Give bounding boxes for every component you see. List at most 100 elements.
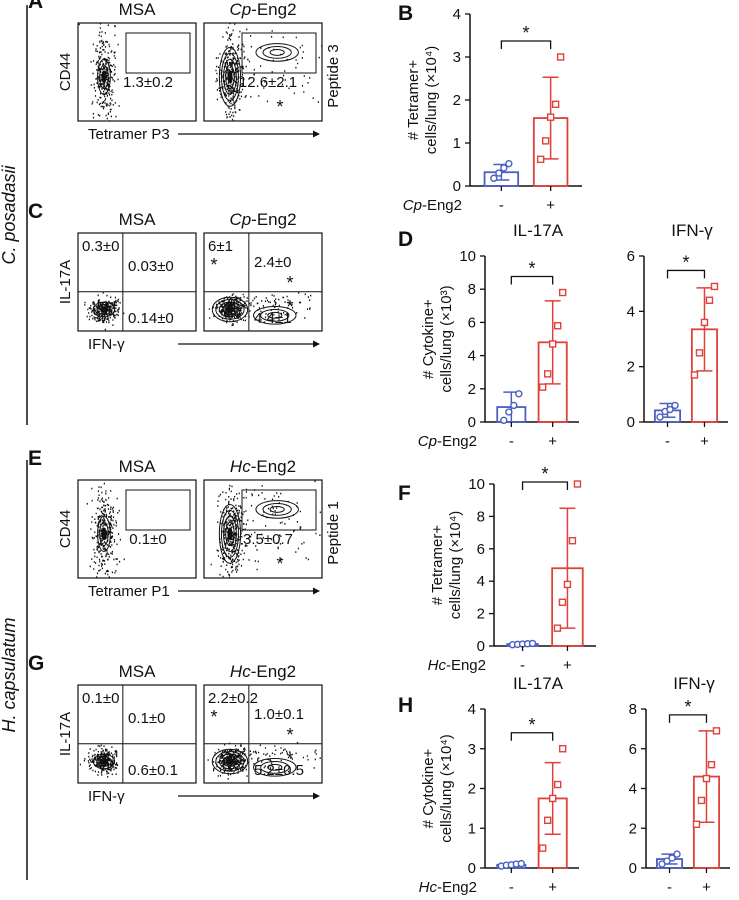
panel-letter-b: B <box>398 2 413 25</box>
flow-frame-l <box>77 22 197 122</box>
data-point-treated <box>558 288 567 297</box>
data-point-treated <box>700 318 709 327</box>
y-tick-label: 2 <box>468 781 476 798</box>
flow-quad-ur-eng2: 1.0±0.1 <box>254 706 304 723</box>
y-tick-label: 2 <box>468 381 476 398</box>
data-point-treated <box>563 580 572 589</box>
flow-x-axis-label: IFN-γ <box>88 788 125 805</box>
significance-star-lr: * <box>286 749 293 769</box>
data-point-control <box>668 854 676 862</box>
flow-col-label-eng2-italic: Hc <box>230 662 251 681</box>
significance-bracket <box>500 40 552 49</box>
organism-label-2: H. capsulatum <box>0 617 19 732</box>
flow-contour2-r-1 <box>267 763 283 771</box>
flow-y-axis-label: CD44 <box>57 53 74 91</box>
flow-events-r <box>215 23 322 121</box>
flow-frame-r <box>203 479 323 579</box>
y-tick-label: 0 <box>627 414 635 431</box>
x-tick-label: + <box>563 657 572 674</box>
flow-quad-ur-eng2: 2.4±0 <box>254 254 291 271</box>
flow-contour-r-5 <box>211 748 249 775</box>
flow-gate-value-eng2: 3.5±0.7 <box>243 531 293 548</box>
y-tick-label: 0 <box>477 638 485 655</box>
y-tick-label: 8 <box>477 508 485 525</box>
x-group-label: Hc-Eng2 <box>428 657 486 674</box>
data-point-control <box>510 401 518 410</box>
flow-events-l <box>84 292 125 331</box>
y-tick-label: 0 <box>468 860 476 877</box>
flow-col-label-msa-rest: MSA <box>119 210 157 229</box>
flow-contour-r-3 <box>223 58 237 96</box>
flow-contour-l-2 <box>99 521 109 547</box>
flow-quad-ul-msa: 0.3±0 <box>82 238 119 255</box>
y-tick-label: 6 <box>468 314 476 331</box>
y-tick-label: 2 <box>477 606 485 623</box>
y-tick-label: 4 <box>468 348 476 365</box>
flow-col-label-msa: MSA <box>119 210 157 229</box>
panel-letter-e: E <box>28 447 42 470</box>
y-tick-label: 1 <box>468 820 476 837</box>
flow-frame-l <box>77 684 197 784</box>
flow-events-r <box>210 480 321 578</box>
flow-gate-value-msa: 1.3±0.2 <box>123 74 173 91</box>
flow-col-label-eng2-rest: -Eng2 <box>251 662 296 681</box>
data-point-treated <box>543 370 552 378</box>
chart-title: IL-17A <box>513 221 564 240</box>
flow-contour-r-1 <box>227 527 233 541</box>
data-point-treated <box>705 296 714 304</box>
flow-x-axis-label: IFN-γ <box>88 336 125 353</box>
flow-events-r <box>207 741 321 780</box>
significance-bracket <box>521 481 569 490</box>
flow-gate-value-eng2: 12.6±2.1 <box>239 74 297 91</box>
flow-quad-lr-eng2: 5.2±0.5 <box>254 762 304 779</box>
significance-bracket <box>510 732 554 741</box>
data-point-control <box>505 408 513 416</box>
flow-contour-r-1 <box>225 306 235 313</box>
y-tick-label: 0 <box>453 178 461 195</box>
significance-star-ul: * <box>210 707 217 727</box>
y-tick-label: 0 <box>629 860 637 877</box>
data-point-treated <box>548 794 557 803</box>
panel-letter-f: F <box>398 482 411 505</box>
panel-letter-d1: D <box>398 228 413 251</box>
flow-contour-r-1 <box>227 70 233 84</box>
flow-events-r <box>208 292 312 327</box>
flow-contour-l-3 <box>92 753 116 770</box>
significance-star: * <box>684 697 691 717</box>
x-group-label-italic: Cp <box>403 197 422 214</box>
y-axis-label: # Cytokine+cells/lung (×10⁴) <box>420 734 455 843</box>
panel-letter-g: G <box>28 652 44 675</box>
flow-contour-l-2 <box>96 304 112 315</box>
flow-col-label-msa-rest: MSA <box>119 0 157 19</box>
significance-star: * <box>541 464 548 484</box>
y-axis-label-line1: # Cytokine+ <box>420 748 437 828</box>
y-tick-label: 2 <box>453 92 461 109</box>
flow-contour2-r-3 <box>255 43 299 62</box>
x-tick-label: + <box>546 197 555 214</box>
y-axis-label-line1: # Cytokine+ <box>420 299 437 379</box>
x-tick-label: - <box>509 433 514 450</box>
flow-col-label-eng2-rest: -Eng2 <box>251 457 296 476</box>
flow-col-label-eng2-rest: -Eng2 <box>251 210 296 229</box>
x-group-label-italic: Hc <box>419 879 438 896</box>
flow-col-label-msa: MSA <box>119 662 157 681</box>
flow-contour2-r-3 <box>253 306 297 325</box>
flow-x-arrow-head <box>313 130 320 138</box>
data-point-control <box>517 859 526 868</box>
flow-x-axis-label: Tetramer P3 <box>88 126 170 143</box>
data-point-treated <box>568 537 577 545</box>
data-point-control <box>656 413 664 421</box>
flow-col-label-eng2-italic: Cp <box>229 0 251 19</box>
flow-contour-l-1 <box>99 758 108 765</box>
data-point-treated <box>551 100 560 109</box>
data-point-treated <box>553 322 562 330</box>
flow-col-label-msa: MSA <box>119 457 157 476</box>
significance-star: * <box>528 715 535 735</box>
flow-quad-ur-msa: 0.1±0 <box>128 710 165 727</box>
data-point-treated <box>536 155 545 164</box>
x-group-label: Hc-Eng2 <box>419 879 477 896</box>
